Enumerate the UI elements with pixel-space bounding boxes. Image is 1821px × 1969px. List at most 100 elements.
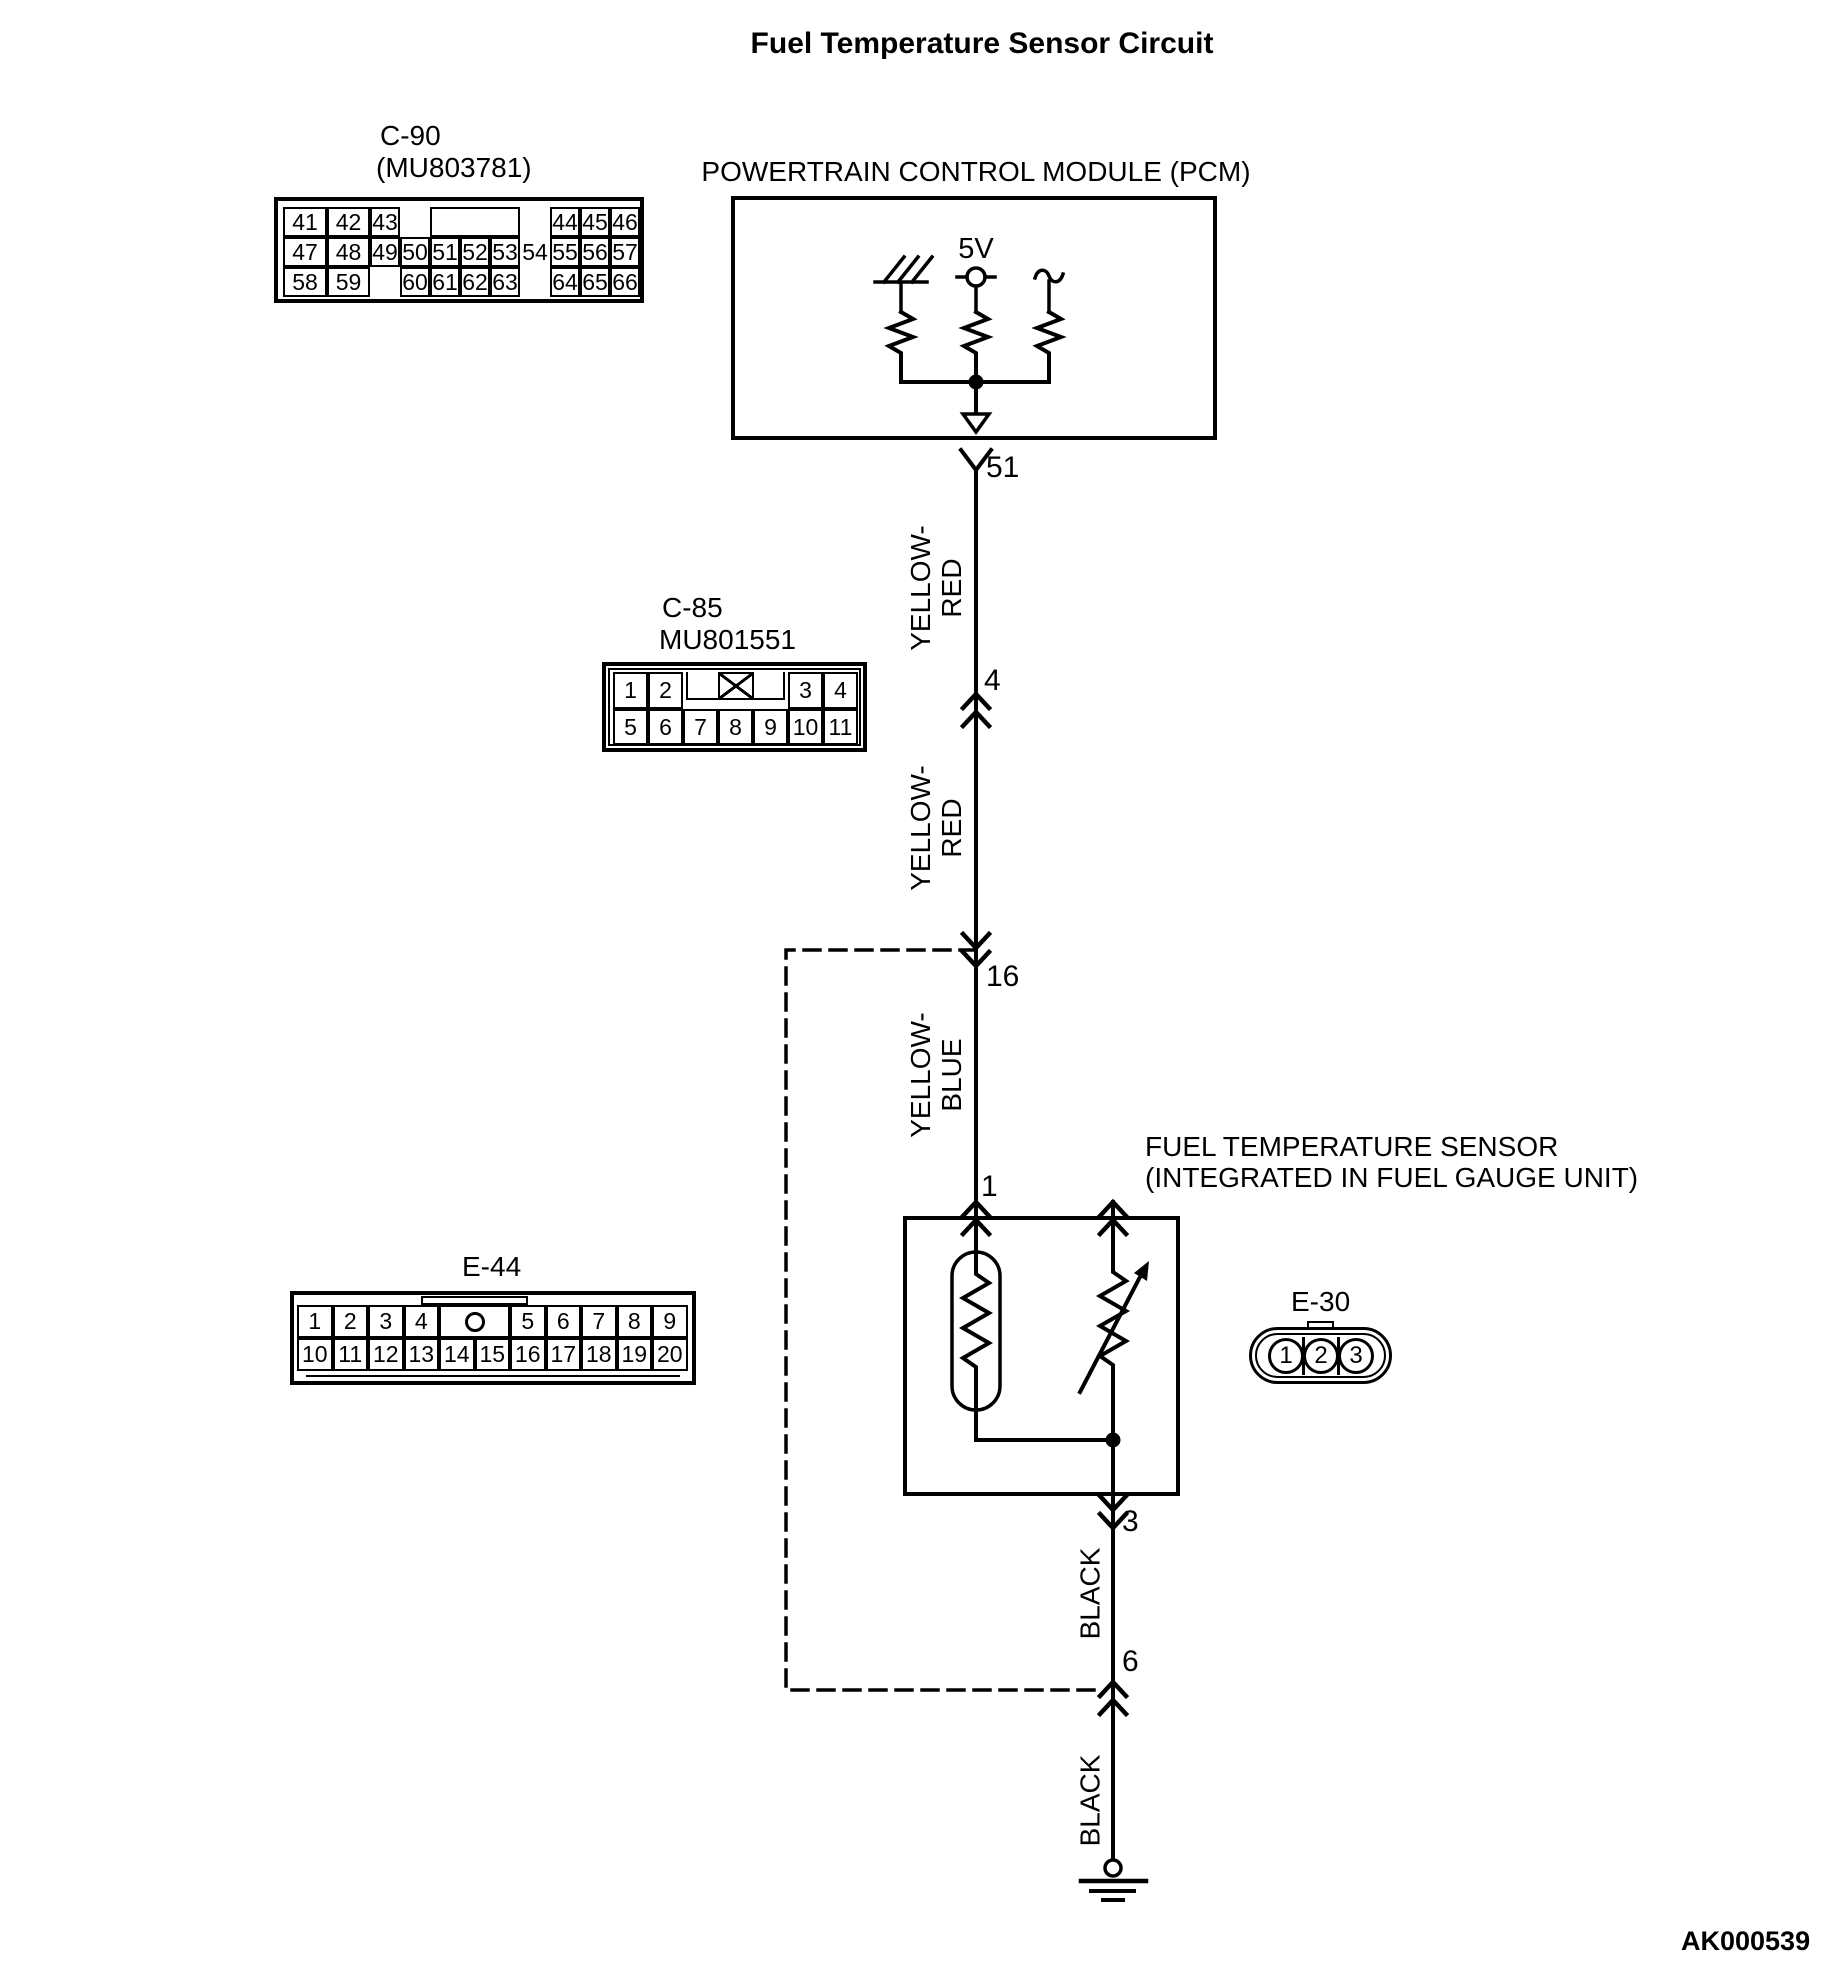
pin-cell: 6 <box>648 709 683 745</box>
ground-icon <box>1078 1858 1149 1902</box>
pin-cell: 16 <box>510 1338 546 1371</box>
figure-code: AK000539 <box>1681 1926 1811 1956</box>
pin-cell: 44 <box>550 207 580 237</box>
sensor-box <box>903 1216 1180 1496</box>
pcm-title: POWERTRAIN CONTROL MODULE (PCM) <box>701 156 1251 187</box>
pin-cell: 3 <box>368 1305 404 1338</box>
pin-cell: 1 <box>613 672 648 709</box>
pin-cell: 62 <box>460 267 490 297</box>
pin-cell: 18 <box>581 1338 617 1371</box>
sensor-label: FUEL TEMPERATURE SENSOR (INTEGRATED IN F… <box>1145 1131 1638 1193</box>
pin-cell: 10 <box>788 709 823 745</box>
wire-color-line: YELLOW- <box>905 1012 936 1138</box>
connector-c85-inner-outline <box>608 668 861 746</box>
pin-cell: 3 <box>1338 1338 1374 1374</box>
wire-color-line: YELLOW- <box>905 525 936 651</box>
pin-cell: 15 <box>474 1338 510 1371</box>
pcm-output-arrow-icon <box>959 412 993 435</box>
pin-cell: 17 <box>545 1338 581 1371</box>
connector-e44-tab <box>421 1296 528 1305</box>
wire-color-label: YELLOW- BLUE <box>905 990 967 1160</box>
variable-resistor-icon <box>1077 1200 1149 1861</box>
pin-cell: 54 <box>522 238 548 265</box>
connector-e44-chamfer <box>306 1375 680 1377</box>
pin-cell: 48 <box>327 237 370 267</box>
connector-e30-name: E-30 <box>1291 1286 1351 1317</box>
pin-cell: 53 <box>490 237 520 267</box>
pin-cell: 57 <box>610 237 640 267</box>
keying-channel <box>683 672 788 709</box>
index-key-cell <box>439 1305 510 1338</box>
connector-e44: 1 2 3 4 5 6 7 8 9 10 11 12 13 14 15 16 1… <box>290 1291 696 1385</box>
sensor-label-line1: FUEL TEMPERATURE SENSOR <box>1145 1131 1559 1162</box>
pcm-box <box>731 196 1217 440</box>
pullup-resistor-icon <box>883 309 1067 416</box>
wire-color-line: BLACK <box>1074 1754 1106 1847</box>
page-title: Fuel Temperature Sensor Circuit <box>750 27 1214 60</box>
connector-c85-name: C-85 <box>662 592 723 623</box>
pin-number-3: 3 <box>1122 1505 1139 1538</box>
pin-cell: 59 <box>327 267 370 297</box>
pin-number-1: 1 <box>981 1170 998 1203</box>
connector-c85: 1 2 3 4 5 6 7 8 9 10 11 <box>602 662 867 752</box>
pin-cell: 7 <box>683 709 718 745</box>
main-wire <box>958 447 994 1220</box>
wire-color-label: YELLOW- RED <box>905 743 967 913</box>
pin-cell: 11 <box>823 709 858 745</box>
wire-color-line: RED <box>936 798 967 858</box>
pin-cell: 19 <box>616 1338 652 1371</box>
pin-cell: 9 <box>652 1305 688 1338</box>
pin-cell: 55 <box>550 237 580 267</box>
pin-cell: 8 <box>616 1305 652 1338</box>
wire-color-line: BLUE <box>936 1038 967 1112</box>
pin-cell: 6 <box>545 1305 581 1338</box>
pin-cell: 58 <box>283 267 327 297</box>
pin-cell: 13 <box>403 1338 439 1371</box>
dashed-boundary <box>784 948 1102 1692</box>
coil-icon <box>1032 268 1066 314</box>
supply-5v-label: 5V <box>958 233 994 265</box>
pin-cell: 51 <box>430 237 460 267</box>
sensor-label-line2: (INTEGRATED IN FUEL GAUGE UNIT) <box>1145 1162 1639 1193</box>
pin-number-4: 4 <box>984 664 1001 697</box>
pin-number-51: 51 <box>986 451 1020 484</box>
wire-color-line: YELLOW- <box>905 765 936 891</box>
pin-cell: 63 <box>490 267 520 297</box>
wire-color-label: BLACK <box>1075 1514 1106 1674</box>
pin-cell: 66 <box>610 267 640 297</box>
pin-cell: 9 <box>753 709 788 745</box>
pin-cell: 45 <box>580 207 610 237</box>
pin-cell: 64 <box>550 267 580 297</box>
thermistor-resistor-icon <box>958 1216 1115 1442</box>
connector-c90-name: C-90 <box>380 120 441 151</box>
connector-c90-part: (MU803781) <box>376 152 532 183</box>
pin-cell: 5 <box>613 709 648 745</box>
pin-cell: 2 <box>648 672 683 709</box>
pin-cell: 14 <box>439 1338 475 1371</box>
five-volt-terminal-icon <box>955 266 997 314</box>
connector-c90: 41 42 43 44 45 46 47 48 49 50 51 52 53 5… <box>274 197 644 303</box>
junction-dot <box>968 374 984 390</box>
pin-cell: 12 <box>368 1338 404 1371</box>
pin-cell: 50 <box>400 237 430 267</box>
wire-color-label: YELLOW- RED <box>905 503 967 673</box>
sensor-junction-dot <box>1105 1432 1121 1448</box>
pin-number-6: 6 <box>1122 1645 1139 1678</box>
chassis-ground-icon <box>873 254 935 314</box>
pin-cell: 60 <box>400 267 430 297</box>
pin-cell: 52 <box>460 237 490 267</box>
connector-c85-part: MU801551 <box>659 624 796 655</box>
pin-cell: 42 <box>327 207 370 237</box>
blank-key-cell <box>430 207 520 237</box>
pin-cell: 47 <box>283 237 327 267</box>
connector-e44-name: E-44 <box>462 1251 522 1282</box>
pin-cell: 7 <box>581 1305 617 1338</box>
pin-cell: 61 <box>430 267 460 297</box>
pin-cell: 5 <box>510 1305 546 1338</box>
variable-resistor-arrow <box>1077 1274 1143 1395</box>
pin-cell: 65 <box>580 267 610 297</box>
pin-cell: 10 <box>297 1338 333 1371</box>
connector-e30-inner-outline <box>1255 1333 1386 1378</box>
